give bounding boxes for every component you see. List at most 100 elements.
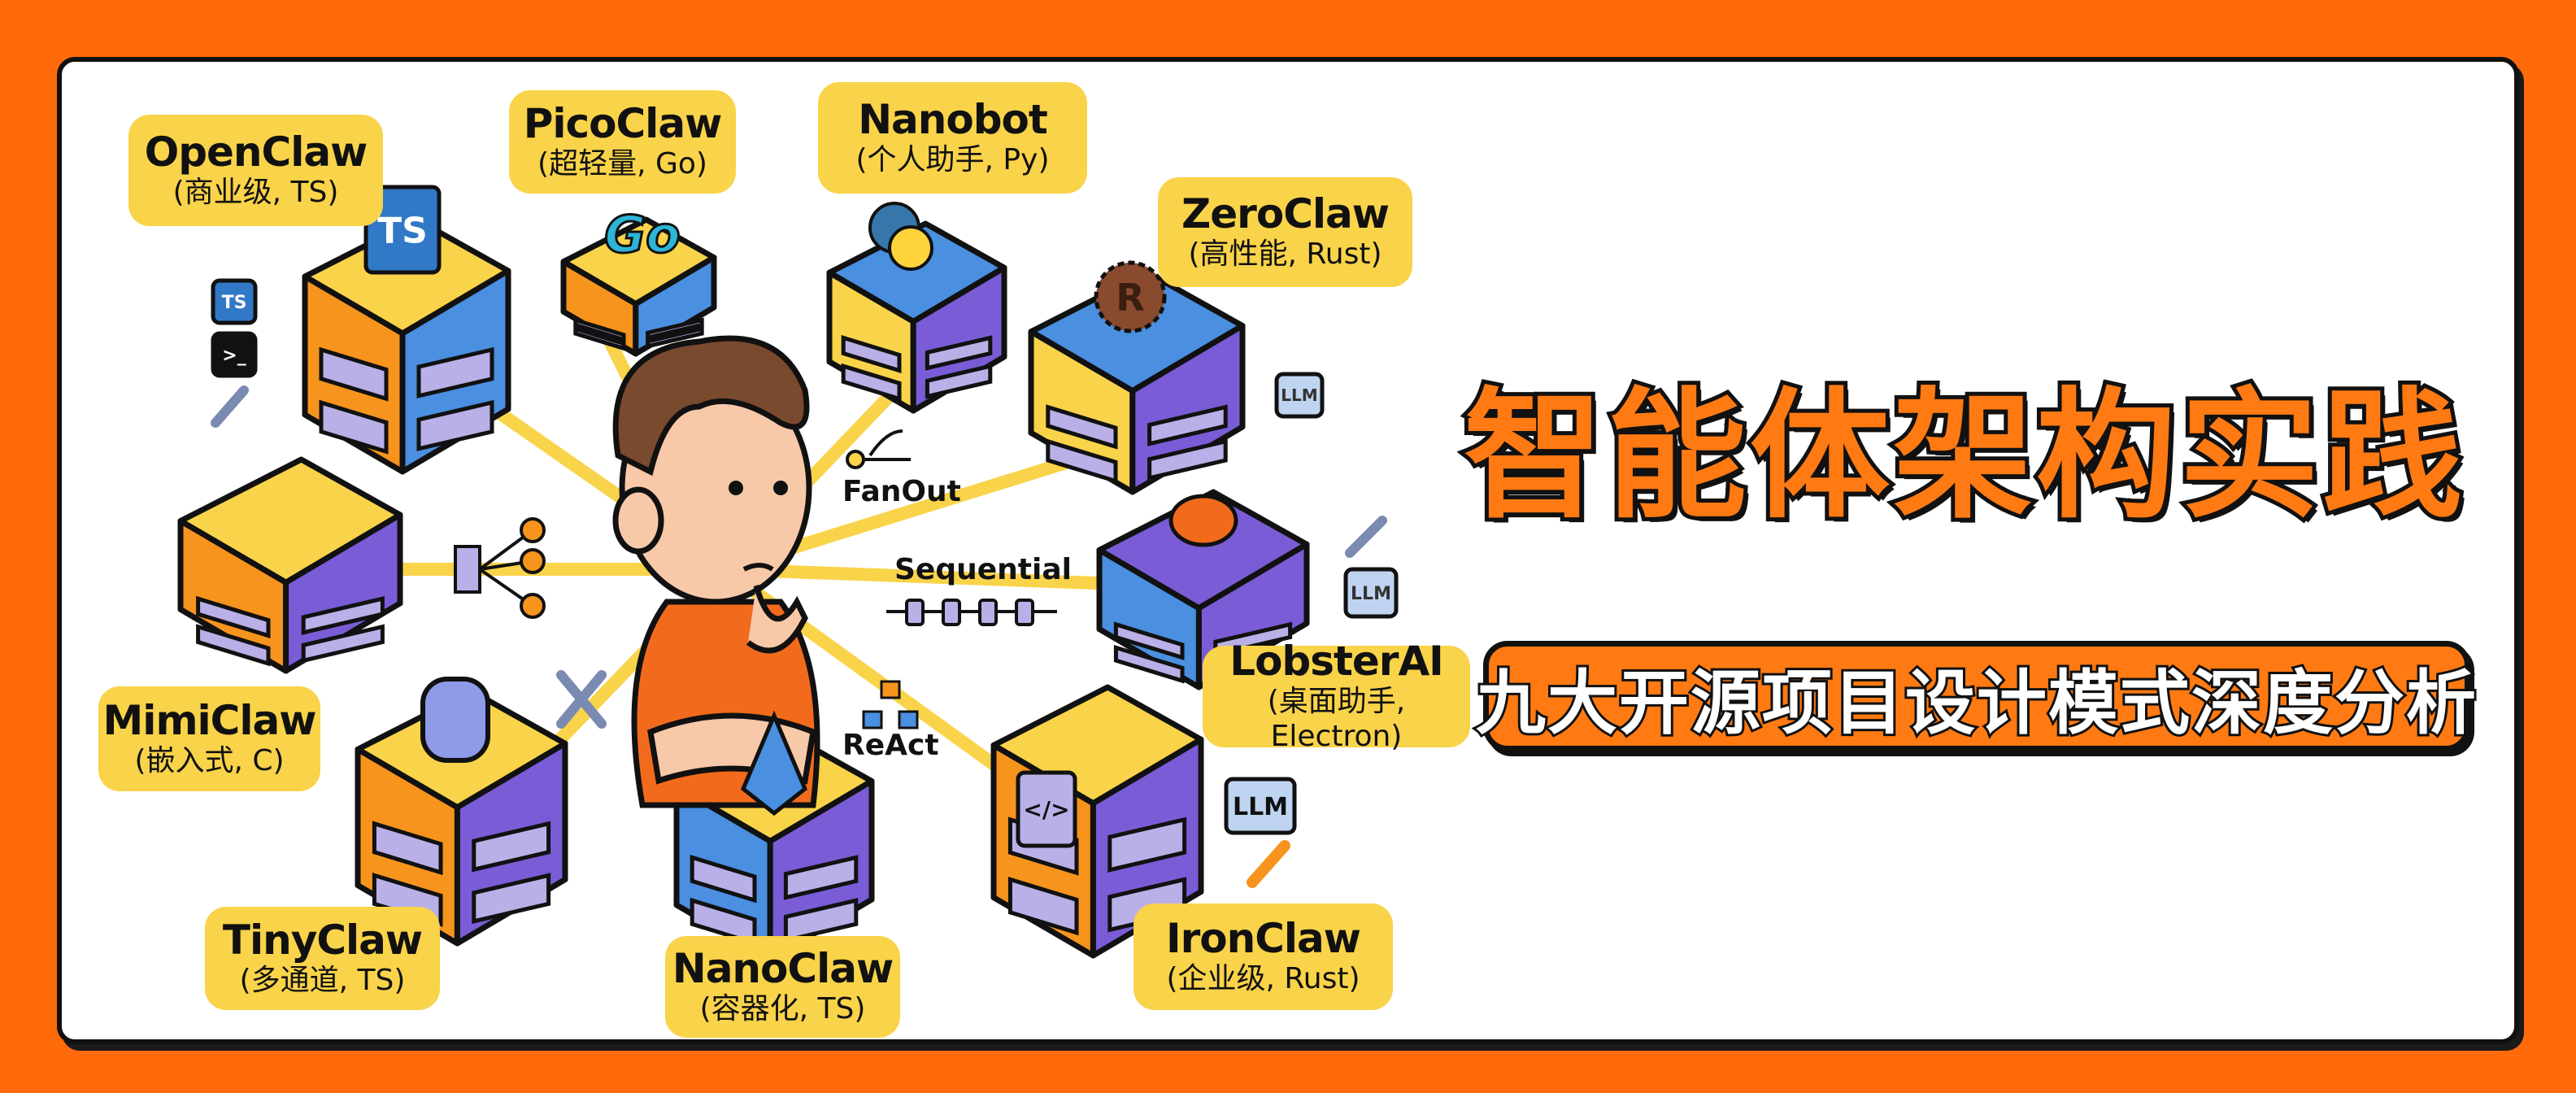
project-name: OpenClaw	[144, 128, 368, 176]
sequential-step-icon	[1015, 599, 1034, 626]
panel	[1147, 438, 1228, 481]
project-name: TinyClaw	[222, 917, 423, 965]
panel	[841, 335, 902, 373]
panel	[573, 317, 626, 342]
connector-line	[717, 563, 1169, 592]
code-icon-text: </>	[1023, 796, 1069, 823]
cube-picoclaw	[560, 216, 717, 357]
project-label-nanoclaw: NanoClaw(容器化, TS)	[665, 936, 900, 1038]
subtitle-banner: 九大开源项目设计模式深度分析	[1473, 641, 2478, 751]
project-name: LobsterAI	[1229, 637, 1444, 685]
wrench-icon	[211, 385, 249, 428]
panel	[1046, 438, 1118, 484]
project-desc: (个人助手, Py)	[855, 143, 1050, 177]
page-title: 智能体架构实践	[1460, 370, 2466, 542]
ts-logo-icon-text: TS	[377, 210, 428, 251]
panel	[472, 873, 551, 924]
panel	[1007, 877, 1079, 936]
project-desc: (桌面助手, Electron)	[1267, 684, 1406, 753]
crystal-icon	[740, 710, 808, 816]
robot-head-icon	[420, 677, 490, 763]
fanout-node-icon	[454, 545, 481, 594]
panel	[301, 624, 385, 664]
rust-logo-icon	[1094, 260, 1167, 333]
ts-logo-icon-box	[363, 185, 442, 275]
fanout-icon	[846, 450, 865, 469]
project-name: MimiClaw	[102, 697, 317, 745]
project-desc: (高性能, Rust)	[1188, 237, 1382, 272]
llm-icon: LLM	[1343, 567, 1399, 619]
llm-icon-text: LLM	[1351, 584, 1391, 604]
sequential-step-icon	[942, 599, 961, 626]
project-name: PicoClaw	[523, 100, 723, 148]
panel	[690, 855, 757, 904]
project-desc: (容器化, TS)	[699, 992, 866, 1026]
thinking-person	[612, 335, 820, 808]
llm-icon-box	[1343, 567, 1399, 619]
panel	[319, 346, 389, 402]
terminal-icon: >_	[211, 331, 258, 378]
project-name: ZeroClaw	[1181, 190, 1390, 238]
project-label-openclaw: OpenClaw(商业级, TS)	[128, 115, 383, 226]
react-tree-node	[898, 710, 919, 729]
panel	[573, 325, 626, 351]
pattern-fanout: FanOut	[842, 475, 961, 508]
project-desc: (超轻量, Go)	[537, 147, 707, 181]
code-icon: </>	[1016, 770, 1077, 848]
panel	[646, 317, 704, 341]
sequential-step-icon	[978, 599, 998, 626]
go-logo-icon: Go	[604, 205, 680, 264]
llm-icon-box	[1274, 372, 1325, 419]
fanout-leaf-icon	[520, 517, 546, 543]
tech-badges: TS TS >_ LLM LLM LLM </> GoR	[211, 185, 1399, 888]
llm-icon-text: LLM	[1233, 793, 1288, 821]
project-desc: (嵌入式, C)	[134, 744, 285, 778]
project-desc: (企业级, Rust)	[1166, 962, 1360, 996]
tools-icon	[556, 670, 607, 729]
panel	[1147, 404, 1228, 446]
project-label-nanobot: Nanobot(个人助手, Py)	[818, 82, 1087, 194]
terminal-icon-text: >_	[222, 346, 246, 366]
pattern-react: ReAct	[842, 729, 939, 762]
project-label-lobsterai: LobsterAI(桌面助手, Electron)	[1203, 638, 1470, 753]
panel	[783, 898, 859, 943]
pencil-icon	[1247, 840, 1290, 888]
sequential-step-icon	[905, 599, 925, 626]
rust-logo-letter: R	[1116, 276, 1144, 320]
panel	[646, 326, 704, 349]
ts-badge-icon-text: TS	[222, 293, 247, 313]
project-label-tinyclaw: TinyClaw(多通道, TS)	[205, 907, 440, 1010]
fanout-arrow-icon	[864, 429, 911, 461]
code-icon-box	[1016, 770, 1077, 848]
project-label-picoclaw: PicoClaw(超轻量, Go)	[509, 90, 736, 194]
llm-icon: LLM	[1274, 372, 1325, 419]
subtitle-text: 九大开源项目设计模式深度分析	[1473, 660, 2478, 747]
panel	[472, 821, 551, 873]
crab-icon	[1168, 494, 1238, 547]
cube-right-face	[1129, 323, 1246, 495]
panel	[1107, 816, 1187, 873]
panel	[783, 855, 859, 900]
ts-logo-icon: TS	[363, 185, 442, 275]
project-name: Nanobot	[858, 96, 1048, 144]
project-name: IronClaw	[1166, 915, 1361, 963]
project-desc: (商业级, TS)	[172, 176, 339, 210]
ts-badge-icon-box	[211, 278, 258, 325]
project-name: NanoClaw	[672, 945, 894, 993]
panel	[372, 821, 443, 876]
cube-nanobot	[826, 220, 1007, 414]
react-tree-icon	[880, 680, 901, 699]
panel	[841, 363, 902, 402]
terminal-icon-box	[211, 331, 258, 378]
cube-nanoclaw	[673, 729, 875, 963]
ts-badge-icon: TS	[211, 278, 258, 325]
panel	[1113, 621, 1185, 660]
cube-mimiclaw	[177, 456, 403, 674]
fanout-leaf-icon	[520, 548, 546, 574]
panel	[416, 399, 494, 451]
project-label-zeroclaw: ZeroClaw(高性能, Rust)	[1158, 177, 1412, 287]
project-label-mimiclaw: MimiClaw(嵌入式, C)	[98, 686, 320, 791]
panel	[1046, 404, 1118, 450]
pattern-sequential: Sequential	[894, 553, 1072, 586]
